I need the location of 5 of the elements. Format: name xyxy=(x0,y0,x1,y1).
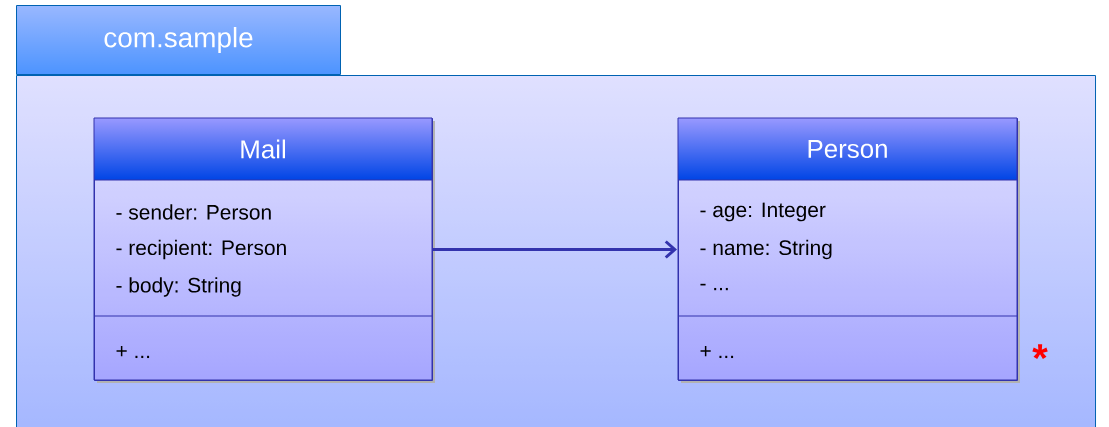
class-box: Mail - sender: Person - recipient: Person - body: String + ... xyxy=(93,117,435,383)
arrow xyxy=(433,240,677,259)
class-box: Person - age: Integer - name: String - ... + ... xyxy=(677,117,1020,383)
node-label: com.sample xyxy=(104,27,253,53)
asterisk: * xyxy=(1032,344,1048,360)
